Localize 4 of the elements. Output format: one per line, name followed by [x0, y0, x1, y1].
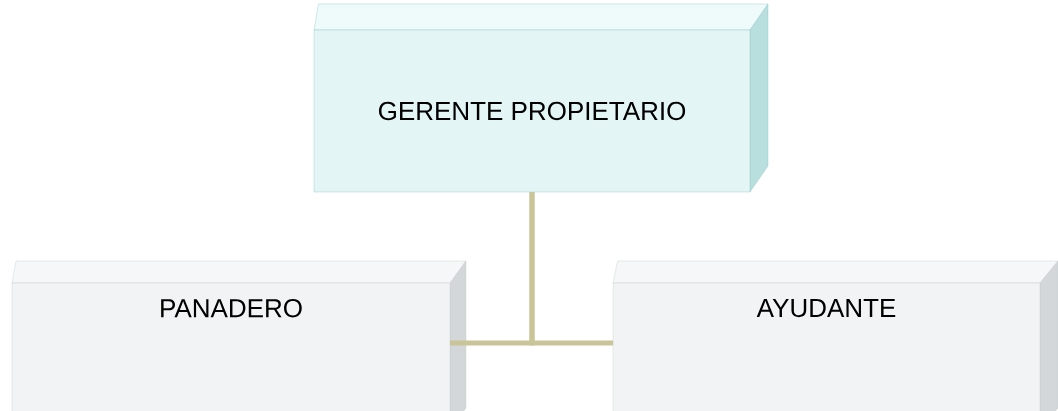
org-box: AYUDANTE [612, 260, 1058, 411]
org-box: PANADERO [11, 260, 467, 411]
org-box: GERENTE PROPIETARIO [313, 3, 769, 193]
connector-line [529, 192, 613, 346]
